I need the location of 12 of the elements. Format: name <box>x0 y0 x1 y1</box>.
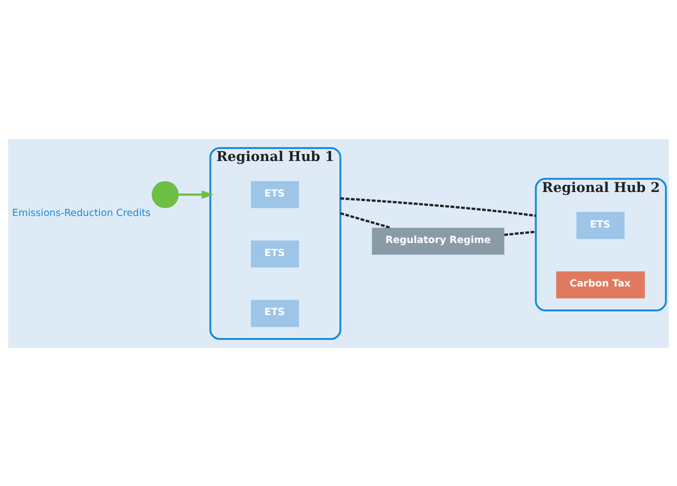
node-box: ETS <box>250 180 300 208</box>
connector <box>504 230 536 236</box>
connector <box>340 212 390 228</box>
node-box: ETS <box>250 240 300 268</box>
connector <box>340 196 536 216</box>
node-box: Regulatory Regime <box>372 227 504 254</box>
node-label: Emissions-Reduction Credits <box>12 207 151 218</box>
node-box: Carbon Tax <box>556 270 645 298</box>
node-circle <box>152 180 179 208</box>
node-box: ETS <box>250 299 300 326</box>
arrow <box>178 190 214 198</box>
node-box: ETS <box>576 211 625 238</box>
